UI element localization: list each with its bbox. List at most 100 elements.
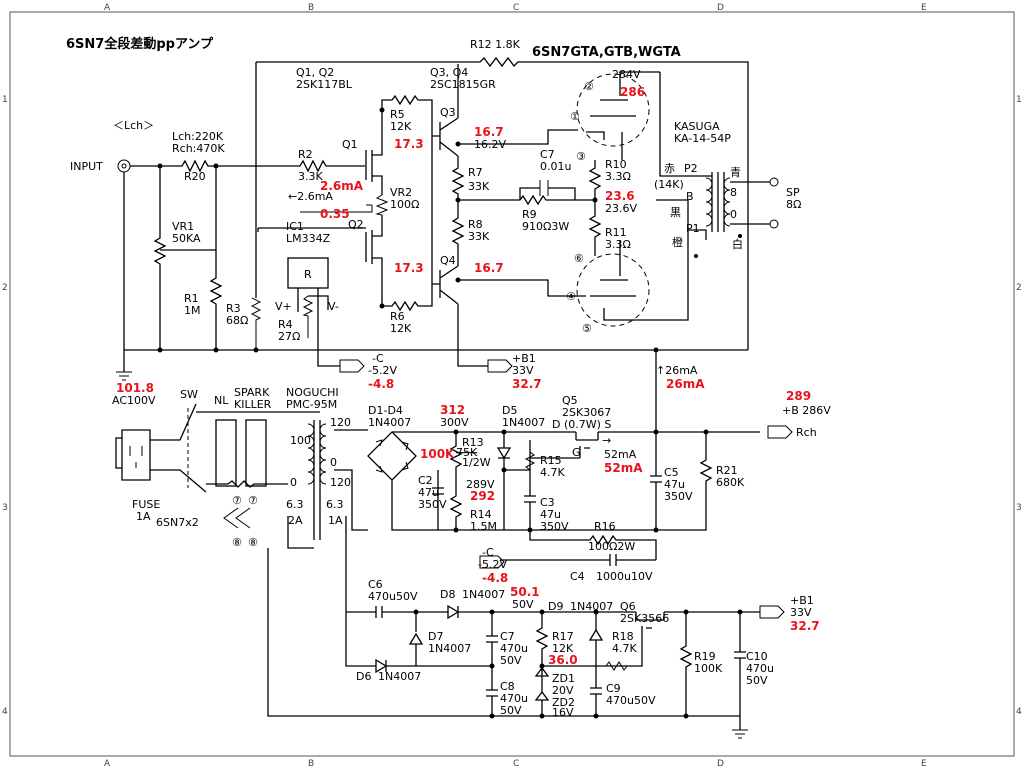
tap-8: 8 bbox=[730, 186, 737, 199]
fuse-value: 1A bbox=[136, 510, 151, 523]
r4-label: R4 bbox=[278, 318, 293, 331]
heater-pin-7a: ⑦ bbox=[232, 494, 242, 507]
k14-label: (14K) bbox=[654, 178, 684, 191]
pt-0a: 0 bbox=[290, 476, 297, 489]
v236-label: 23.6V bbox=[605, 202, 637, 215]
noguchi-label: NOGUCHI bbox=[286, 386, 339, 399]
ic1-r-label: R bbox=[304, 268, 312, 281]
input-jack[interactable] bbox=[117, 159, 131, 173]
neg-c-value: -5.2V bbox=[368, 364, 397, 377]
grid-col-c: C bbox=[513, 3, 519, 13]
d5-label: D5 bbox=[502, 404, 517, 417]
r3-value: 68Ω bbox=[226, 314, 248, 327]
measured-current: 2.6mA bbox=[320, 179, 364, 193]
grid-row-3-right: 3 bbox=[1016, 503, 1022, 513]
pt-120b: 120 bbox=[330, 476, 351, 489]
c2-value: 47u bbox=[418, 486, 439, 499]
r13-old: 75K bbox=[456, 446, 478, 459]
sp-label: SP bbox=[786, 186, 800, 199]
nl-label: NL bbox=[214, 394, 229, 407]
grid-col-b: B bbox=[308, 3, 314, 13]
sp-terminal-8[interactable] bbox=[769, 177, 779, 187]
d8-part: 1N4007 bbox=[462, 588, 505, 601]
d5-part: 1N4007 bbox=[502, 416, 545, 429]
heater-pin-8b: ⑧ bbox=[248, 536, 258, 549]
neg-c-label: -C bbox=[372, 352, 384, 365]
c7b-value: 470u bbox=[500, 642, 528, 655]
q5-part: 2SK3067 bbox=[562, 406, 611, 419]
r2-value: 3.3K bbox=[298, 170, 323, 183]
r13-label: R13 bbox=[462, 436, 484, 449]
q5-arrow: → bbox=[602, 434, 611, 447]
grid-row-4: 4 bbox=[2, 707, 8, 717]
ic1-part: LM334Z bbox=[286, 232, 331, 245]
tube-upper bbox=[576, 73, 650, 147]
tube-pin-2: ② bbox=[584, 80, 594, 93]
pmc-label: PMC-95M bbox=[286, 398, 337, 411]
neg-c-label-psu: -C bbox=[482, 546, 494, 559]
neg-c-connector-psu bbox=[479, 555, 505, 569]
ic1-vminus: V- bbox=[328, 300, 339, 313]
tube-types: 6SN7GTA,GTB,WGTA bbox=[532, 45, 681, 60]
nl-block bbox=[215, 419, 237, 487]
grid-col-e-bottom: E bbox=[921, 759, 927, 768]
q1q2-label: Q1, Q2 bbox=[296, 66, 334, 79]
fuse-label: FUSE bbox=[132, 498, 160, 511]
grid-col-a: A bbox=[104, 3, 111, 13]
grid-row-2: 2 bbox=[2, 283, 8, 293]
tube-pin-3: ③ bbox=[576, 150, 586, 163]
amplifier-section: R12 1.8K INPUT ＜Lch＞ Lch:220K Rch:470K R… bbox=[70, 38, 801, 381]
grid-row-4-right: 4 bbox=[1016, 707, 1022, 717]
b1-connector-psu bbox=[759, 605, 785, 619]
b286-label: +B 286V bbox=[782, 404, 831, 417]
drawing-frame bbox=[9, 11, 1015, 757]
c6-label: C6 bbox=[368, 578, 383, 591]
r5-label: R5 bbox=[390, 108, 405, 121]
junction-dots bbox=[157, 107, 743, 719]
tube-lower bbox=[576, 253, 650, 327]
r5-value: 12K bbox=[390, 120, 412, 133]
zd1-label: ZD1 bbox=[552, 672, 575, 685]
b-label: B bbox=[686, 190, 694, 203]
r9-label: R9 bbox=[522, 208, 537, 221]
measured-q2-drain: 17.3 bbox=[394, 261, 424, 275]
measured-b1: 32.7 bbox=[512, 377, 542, 391]
pt-100: 100 bbox=[290, 434, 311, 447]
r11-value: 3.3Ω bbox=[605, 238, 631, 251]
r16-label: R16 bbox=[594, 520, 616, 533]
killer-label: KILLER bbox=[234, 398, 272, 411]
tube-pin-5: ⑤ bbox=[582, 322, 592, 335]
q5-label: Q5 bbox=[562, 394, 578, 407]
spark-label: SPARK bbox=[234, 386, 270, 399]
grid-row-1-right: 1 bbox=[1016, 95, 1022, 105]
q5-pins: D (0.7W) S bbox=[552, 418, 611, 431]
r14-label: R14 bbox=[470, 508, 492, 521]
measured-tail-current: 26mA bbox=[666, 377, 705, 391]
measured-b1-psu: 32.7 bbox=[790, 619, 820, 633]
kasuga-part: KA-14-54P bbox=[674, 132, 731, 145]
sp-terminal-0[interactable] bbox=[769, 219, 779, 229]
pt-1a: 1A bbox=[328, 514, 343, 527]
r6-label: R6 bbox=[390, 310, 405, 323]
power-supply-section: AC100V SW FUSE 1A NL SPARK KILLER NOGUCH… bbox=[112, 350, 831, 739]
zd2-label: ZD2 bbox=[552, 696, 575, 709]
pt-120a: 120 bbox=[330, 416, 351, 429]
d7-part: 1N4007 bbox=[428, 642, 471, 655]
ic1-box bbox=[287, 257, 329, 289]
c3-label: C3 bbox=[540, 496, 555, 509]
i26up-label: ↑26mA bbox=[656, 364, 698, 377]
c2-voltage: 350V bbox=[418, 498, 447, 511]
r18-label: R18 bbox=[612, 630, 634, 643]
bridge-rectifier bbox=[367, 431, 417, 481]
b1-label: +B1 bbox=[512, 352, 536, 365]
input-label: INPUT bbox=[70, 160, 103, 173]
rch-connector bbox=[767, 425, 793, 439]
r9-value: 910Ω3W bbox=[522, 220, 569, 233]
b1-connector bbox=[487, 359, 513, 373]
measured-values: 286 16.7 17.3 2.6mA 0.35 23.6 17.3 16.7 … bbox=[116, 85, 820, 667]
d1d4-part: 1N4007 bbox=[368, 416, 411, 429]
grid-row-2-right: 2 bbox=[1016, 283, 1022, 293]
b1-value-psu: 33V bbox=[790, 606, 812, 619]
heater-pin-8a: ⑧ bbox=[232, 536, 242, 549]
aka-label: 赤 bbox=[664, 162, 675, 175]
